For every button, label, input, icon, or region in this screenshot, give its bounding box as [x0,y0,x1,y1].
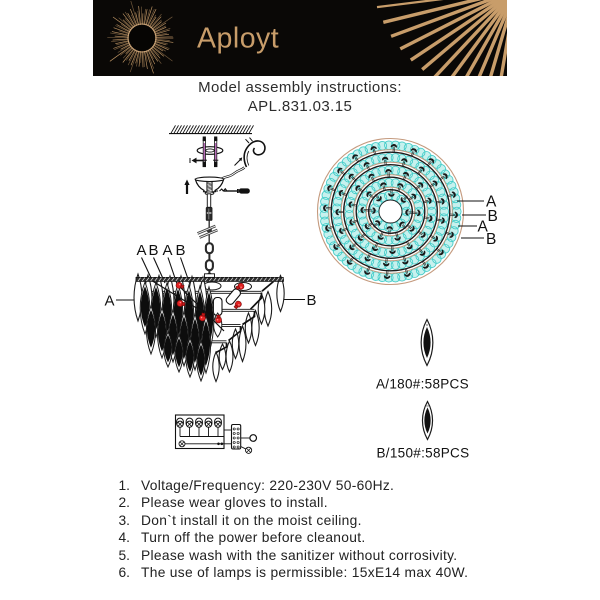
svg-text:B: B [176,242,186,259]
svg-text:B: B [486,231,496,248]
svg-text:B: B [307,292,317,309]
svg-text:A: A [137,242,147,259]
svg-text:A: A [105,293,115,310]
svg-text:B: B [488,208,498,225]
svg-text:A: A [163,242,173,259]
svg-text:A: A [486,194,497,211]
svg-text:B: B [149,242,159,259]
svg-text:B/150#:58PCS: B/150#:58PCS [377,446,470,461]
svg-text:A/180#:58PCS: A/180#:58PCS [376,377,469,392]
svg-text:A: A [478,219,489,236]
svg-text:Aployt: Aployt [197,23,279,55]
